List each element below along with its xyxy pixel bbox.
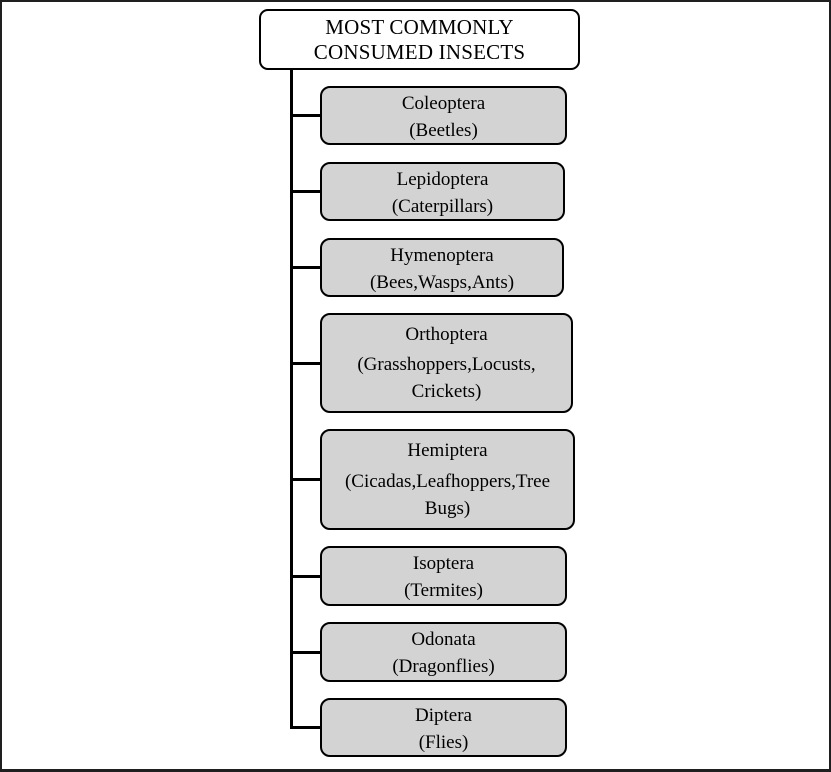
root-title-line1: MOST COMMONLY <box>325 14 514 39</box>
order-name: Diptera <box>415 705 472 726</box>
common-names: (Beetles) <box>409 120 478 141</box>
order-name: Lepidoptera <box>396 169 489 190</box>
connector-stub <box>291 650 322 654</box>
connector-stub <box>291 114 322 117</box>
node-hymenoptera: Hymenoptera (Bees,Wasps,Ants) <box>291 238 564 297</box>
root-title-line2: CONSUMED INSECTS <box>313 39 526 64</box>
common-names: (Flies) <box>418 732 469 753</box>
node-coleoptera: Coleoptera (Beetles) <box>291 86 567 145</box>
common-names: (Caterpillars) <box>391 196 494 217</box>
connector-stub <box>291 726 322 729</box>
common-names: (Dragonflies) <box>392 656 495 677</box>
common-names: (Termites) <box>404 580 483 601</box>
connector-stub <box>291 574 322 578</box>
common-names: (Grasshoppers,Locusts, Crickets) <box>357 354 536 403</box>
node-diptera: Diptera (Flies) <box>291 698 567 757</box>
connector-stub <box>291 361 322 365</box>
node-odonata: Odonata (Dragonflies) <box>291 622 567 682</box>
connector-trunk <box>290 70 293 729</box>
node-isoptera: Isoptera (Termites) <box>291 546 567 606</box>
node-orthoptera: Orthoptera (Grasshoppers,Locusts, Cricke… <box>291 313 573 413</box>
common-names: (Bees,Wasps,Ants) <box>369 272 515 293</box>
connector-stub <box>291 478 322 481</box>
order-name: Coleoptera <box>401 93 486 114</box>
order-name: Odonata <box>411 629 476 650</box>
order-name: Hymenoptera <box>390 245 494 266</box>
order-name: Orthoptera <box>405 323 488 345</box>
node-hemiptera: Hemiptera (Cicadas,Leafhoppers,Tree Bugs… <box>291 429 575 530</box>
order-name: Hemiptera <box>407 440 488 461</box>
node-lepidoptera: Lepidoptera (Caterpillars) <box>291 162 565 221</box>
connector-stub <box>291 266 322 269</box>
connector-stub <box>291 190 322 193</box>
order-name: Isoptera <box>412 553 475 574</box>
common-names: (Cicadas,Leafhoppers,Tree Bugs) <box>344 471 551 519</box>
root-node: MOST COMMONLY CONSUMED INSECTS <box>259 9 580 70</box>
